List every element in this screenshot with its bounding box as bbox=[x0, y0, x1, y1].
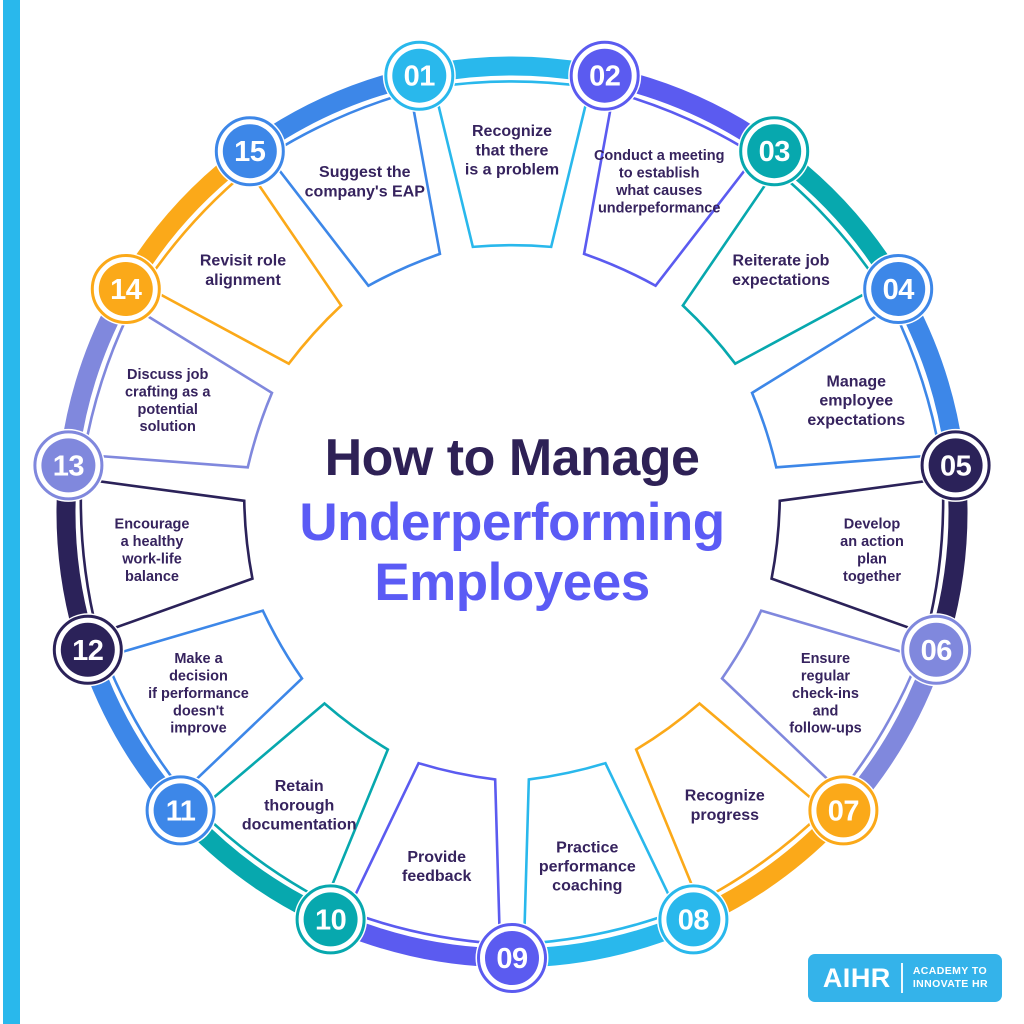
step-badge-11[interactable]: 11 bbox=[144, 773, 218, 847]
badge-disc-07 bbox=[816, 783, 871, 838]
aihr-logo: AIHR ACADEMY TO INNOVATE HR bbox=[807, 954, 1002, 1002]
logo-tagline: ACADEMY TO INNOVATE HR bbox=[913, 965, 988, 991]
badge-number-03: 03 bbox=[759, 136, 791, 168]
badge-disc-04 bbox=[871, 262, 926, 316]
badge-ring-01 bbox=[384, 40, 455, 111]
step-badge-12[interactable]: 12 bbox=[51, 613, 125, 687]
badge-ring-07 bbox=[808, 775, 879, 846]
logo-tagline-line-2: INNOVATE HR bbox=[912, 978, 988, 990]
badge-number-07: 07 bbox=[828, 795, 859, 827]
badge-number-15: 15 bbox=[234, 136, 266, 168]
badge-number-10: 10 bbox=[315, 904, 346, 936]
badge-ring-02 bbox=[569, 40, 640, 111]
title-line-3: Employees bbox=[374, 553, 649, 612]
badge-disc-06 bbox=[909, 622, 964, 677]
badge-disc-13 bbox=[41, 438, 96, 493]
badge-disc-14 bbox=[98, 262, 153, 316]
badge-disc-02 bbox=[577, 48, 632, 103]
step-badge-14[interactable]: 14 bbox=[89, 252, 163, 326]
badge-number-14: 14 bbox=[110, 274, 142, 306]
left-accent-stripe bbox=[3, 0, 20, 1024]
logo-divider bbox=[900, 963, 903, 993]
badge-disc-03 bbox=[747, 124, 802, 179]
badge-ring-04 bbox=[863, 254, 934, 324]
badge-number-09: 09 bbox=[496, 943, 528, 975]
badge-disc-15 bbox=[222, 124, 277, 179]
badge-ring-06 bbox=[901, 614, 972, 685]
badge-disc-01 bbox=[392, 48, 447, 103]
step-arc-01 bbox=[432, 56, 592, 83]
step-badge-group: 01 02 03 04 05 06 07 08 09 10 11 12 13 14 15 bbox=[31, 39, 993, 995]
step-badge-07[interactable]: 07 bbox=[806, 773, 880, 847]
badge-number-12: 12 bbox=[72, 635, 103, 667]
step-badge-13[interactable]: 13 bbox=[31, 428, 105, 502]
badge-ring-12 bbox=[52, 614, 123, 685]
badge-ring-15 bbox=[214, 116, 285, 187]
badge-disc-09 bbox=[485, 931, 539, 985]
badge-disc-11 bbox=[153, 783, 208, 838]
badge-disc-12 bbox=[60, 622, 115, 677]
title-line-1: How to Manage bbox=[325, 429, 700, 487]
badge-ring-11 bbox=[145, 775, 216, 846]
badge-number-02: 02 bbox=[589, 61, 620, 93]
step-badge-06[interactable]: 06 bbox=[899, 613, 973, 687]
step-badge-02[interactable]: 02 bbox=[568, 39, 642, 113]
page-title: How to Manage Underperforming Employees bbox=[299, 429, 725, 612]
badge-number-06: 06 bbox=[921, 635, 953, 667]
logo-tagline-line-1: ACADEMY TO bbox=[912, 964, 988, 977]
badge-ring-03 bbox=[739, 116, 810, 187]
step-badge-08[interactable]: 08 bbox=[656, 882, 730, 956]
step-badge-10[interactable]: 10 bbox=[294, 882, 368, 956]
badge-number-08: 08 bbox=[678, 904, 710, 936]
badge-ring-13 bbox=[33, 430, 104, 501]
badge-ring-08 bbox=[658, 884, 729, 955]
badge-number-13: 13 bbox=[53, 450, 85, 482]
step-badge-04[interactable]: 04 bbox=[861, 252, 935, 326]
badge-disc-08 bbox=[666, 892, 721, 947]
badge-ring-10 bbox=[295, 884, 366, 955]
badge-number-05: 05 bbox=[940, 450, 972, 482]
logo-wordmark: AIHR bbox=[822, 962, 891, 993]
badge-ring-09 bbox=[477, 923, 547, 993]
badge-ring-14 bbox=[90, 254, 161, 324]
badge-number-04: 04 bbox=[883, 274, 915, 306]
step-badge-15[interactable]: 15 bbox=[213, 114, 287, 188]
title-line-2: Underperforming bbox=[299, 493, 724, 552]
badge-disc-05 bbox=[928, 438, 983, 493]
badge-number-11: 11 bbox=[166, 795, 196, 827]
badge-disc-10 bbox=[303, 892, 358, 947]
badge-ring-05 bbox=[920, 430, 991, 501]
step-badge-03[interactable]: 03 bbox=[737, 114, 811, 188]
step-badge-09[interactable]: 09 bbox=[475, 921, 549, 995]
step-badge-05[interactable]: 05 bbox=[919, 428, 993, 502]
badge-number-01: 01 bbox=[404, 61, 436, 93]
step-badge-01[interactable]: 01 bbox=[382, 39, 456, 113]
